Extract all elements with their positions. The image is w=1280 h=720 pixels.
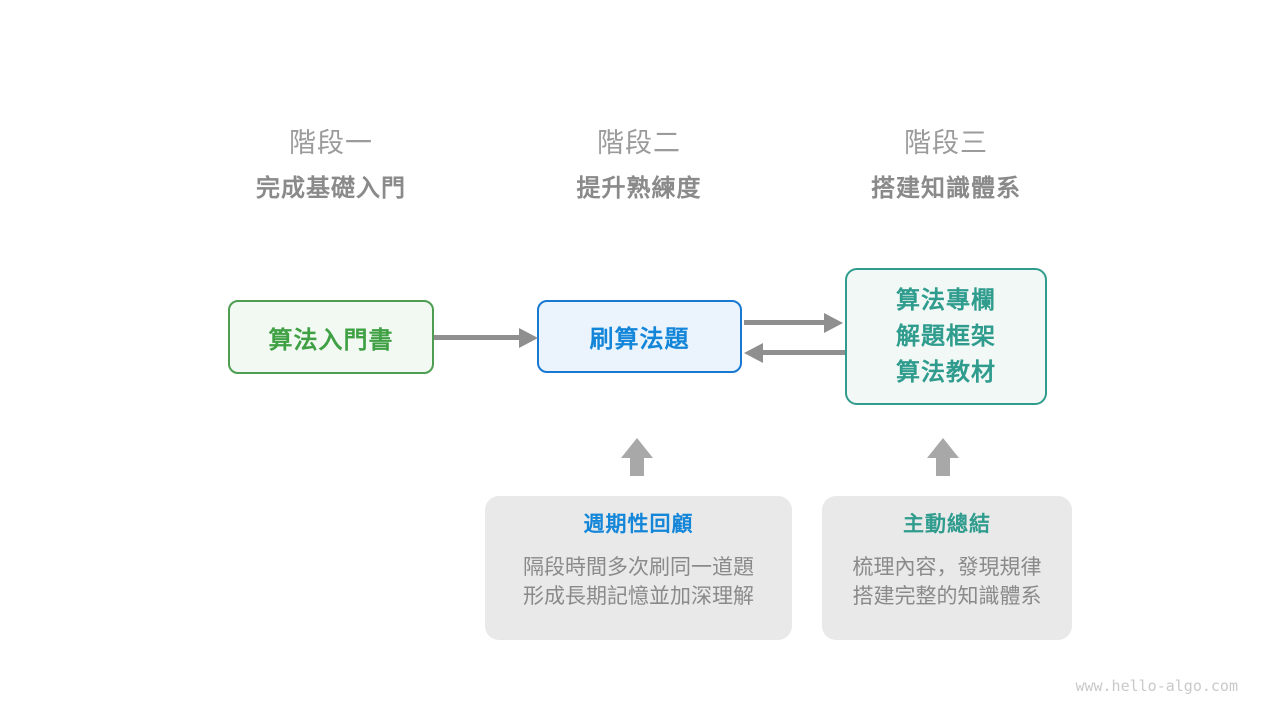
node-advanced-materials: 算法專欄 解題框架 算法教材 — [845, 268, 1047, 405]
node-intro-book: 算法入門書 — [228, 300, 434, 374]
arrow-head — [927, 438, 959, 458]
stage1-subtitle: 完成基礎入門 — [256, 175, 406, 202]
stage1-title: 階段一 — [289, 128, 373, 158]
node-advanced-label-3: 算法教材 — [896, 358, 996, 386]
arrow-review-up-icon — [621, 438, 653, 476]
node-practice-problems-label: 刷算法題 — [589, 326, 690, 353]
arrow-intro-to-practice — [434, 335, 519, 340]
arrow-practice-to-advanced — [744, 320, 824, 325]
stage2-subtitle: 提升熟練度 — [576, 175, 702, 202]
arrow-summary-up-icon — [927, 438, 959, 476]
note-periodic-review-title: 週期性回顧 — [583, 513, 694, 536]
stage2-header: 階段二 提升熟練度 — [577, 127, 702, 203]
note-line: 梳理內容，發現規律 — [852, 556, 1042, 579]
arrow-advanced-to-practice — [763, 350, 845, 355]
stage2-title: 階段二 — [597, 128, 681, 158]
note-periodic-review-body: 隔段時間多次刷同一道題 形成長期記憶並加深理解 — [485, 553, 792, 611]
note-active-summary-body: 梳理內容，發現規律 搭建完整的知識體系 — [822, 553, 1072, 611]
stage3-title: 階段三 — [904, 128, 988, 158]
node-advanced-label-1: 算法專欄 — [896, 286, 996, 314]
stage3-subtitle: 搭建知識體系 — [871, 175, 1021, 202]
stage3-header: 階段三 搭建知識體系 — [871, 127, 1021, 203]
node-intro-book-label: 算法入門書 — [268, 326, 394, 354]
stage1-header: 階段一 完成基礎入門 — [256, 127, 406, 203]
note-line: 形成長期記憶並加深理解 — [523, 585, 754, 608]
node-advanced-label-2: 解題框架 — [896, 322, 996, 350]
arrow-stem — [936, 458, 950, 476]
note-active-summary-title: 主動總結 — [903, 513, 991, 536]
note-line: 隔段時間多次刷同一道題 — [523, 556, 754, 579]
arrow-head — [621, 438, 653, 458]
note-active-summary: 主動總結 梳理內容，發現規律 搭建完整的知識體系 — [822, 496, 1072, 640]
watermark-url: www.hello-algo.com — [1075, 677, 1238, 695]
arrow-stem — [630, 458, 644, 476]
node-practice-problems: 刷算法題 — [537, 300, 742, 373]
note-line: 搭建完整的知識體系 — [852, 585, 1042, 608]
note-periodic-review: 週期性回顧 隔段時間多次刷同一道題 形成長期記憶並加深理解 — [485, 496, 792, 640]
